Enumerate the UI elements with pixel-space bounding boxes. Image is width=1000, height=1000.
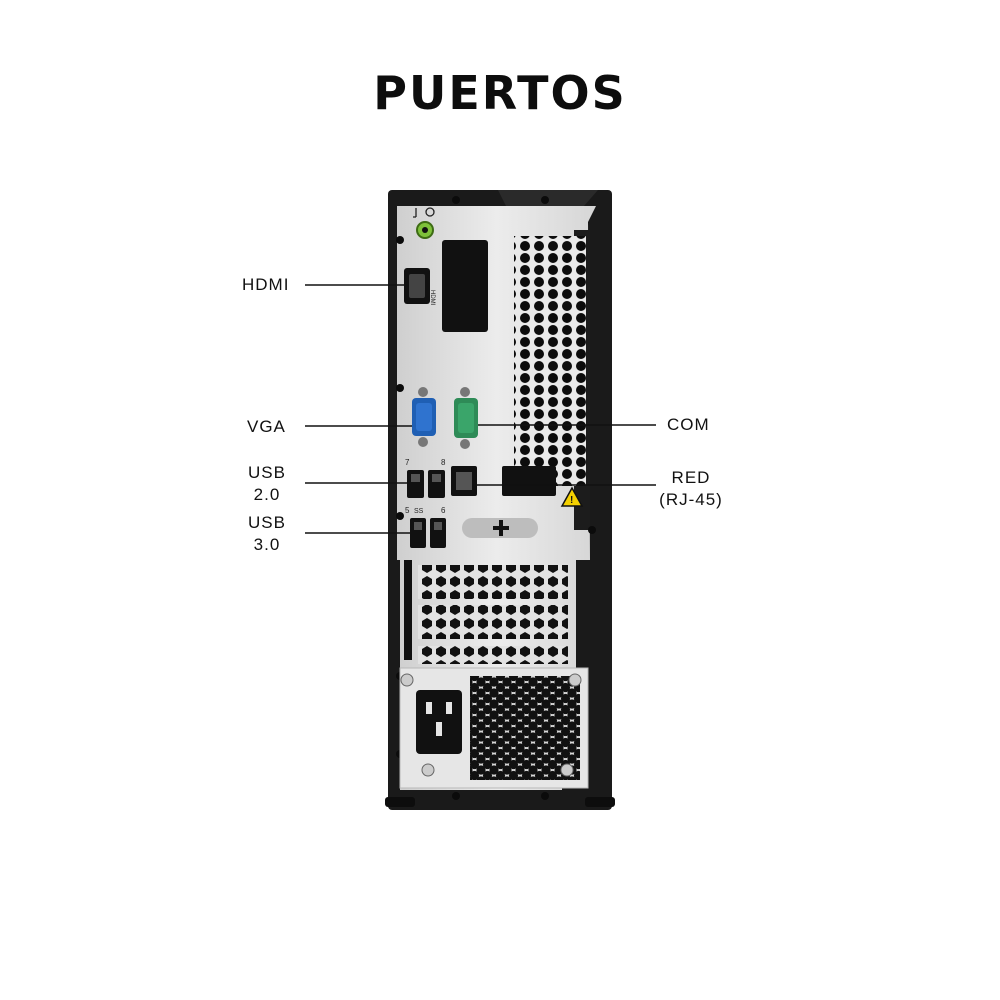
red-label-line2: (RJ-45): [659, 490, 723, 509]
hdmi-label: HDMI: [242, 275, 290, 294]
red-label: RED (RJ-45): [654, 467, 728, 511]
page-title: PUERTOS: [373, 66, 627, 120]
vga-port: [412, 387, 436, 447]
usb2-label-line1: USB: [248, 463, 286, 482]
headphone-icon: [413, 207, 435, 218]
vga-label: VGA: [247, 417, 286, 436]
hdmi-port: HDMI: [404, 268, 435, 306]
antenna-knockout: [462, 518, 538, 538]
blank-module: [442, 240, 488, 332]
usb3-ports: 5 6 SS: [405, 506, 446, 548]
usb2-label-line2: 2.0: [253, 485, 281, 504]
com-label: COM: [667, 415, 710, 434]
blank-cover: [502, 466, 556, 496]
red-label-line1: RED: [671, 468, 711, 487]
psu-vent: [470, 676, 580, 780]
expansion-slots: [404, 560, 568, 664]
top-vent: [514, 236, 586, 486]
leader-lines: [305, 284, 656, 534]
usb2-ports: 7 8: [405, 458, 446, 498]
power-supply: [399, 667, 589, 789]
com-port: [454, 387, 478, 449]
usb2-label: USB 2.0: [246, 462, 288, 506]
rj45-port: [451, 466, 477, 496]
svg-text:!: !: [570, 495, 573, 506]
hdmi-marking: HDMI: [429, 290, 435, 306]
usb-number-6: 6: [441, 506, 446, 515]
usb-number-5: 5: [405, 506, 410, 515]
audio-jack: [416, 221, 434, 239]
usb3-label: USB 3.0: [246, 512, 288, 556]
usb-number-7: 7: [405, 458, 410, 467]
warning-icon: !: [560, 486, 584, 507]
usb3-label-line1: USB: [248, 513, 286, 532]
usb-number-8: 8: [441, 458, 446, 467]
usb3-label-line2: 3.0: [253, 535, 281, 554]
superspeed-marking: SS: [414, 508, 424, 515]
